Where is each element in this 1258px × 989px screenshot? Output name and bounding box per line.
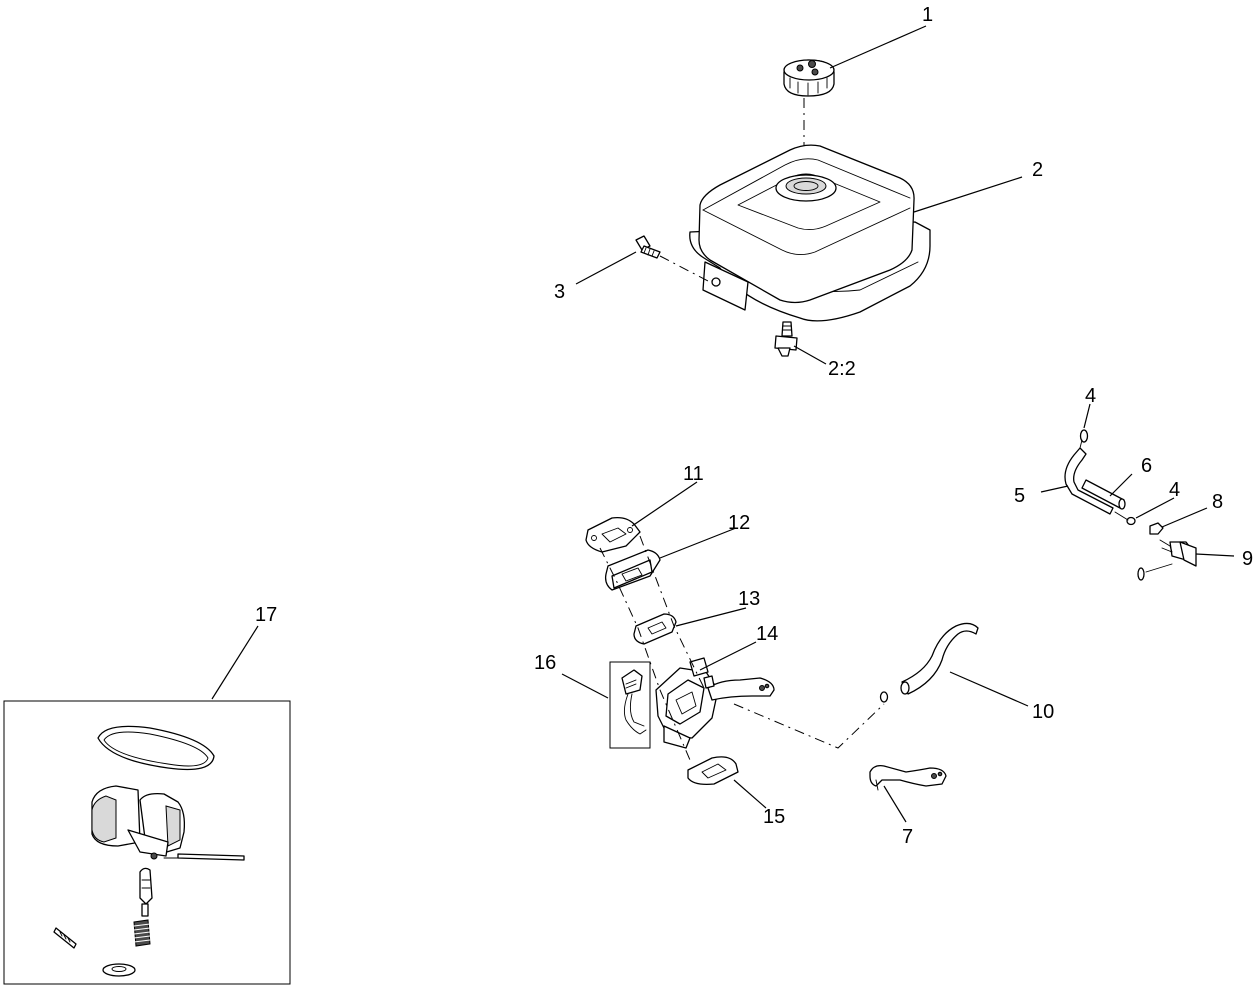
callout-4-lower: 4 [1169, 479, 1180, 501]
fuel-line-alignment [733, 703, 885, 749]
callout-4-upper: 4 [1085, 385, 1096, 407]
callout-7: 7 [902, 826, 913, 848]
fuel-cap [783, 59, 835, 97]
callout-5: 5 [1014, 485, 1025, 507]
callout-17: 17 [255, 604, 277, 626]
callout-14: 14 [756, 623, 778, 645]
callout-2-2: 2:2 [828, 358, 856, 380]
leader-lines [211, 25, 1235, 823]
fuel-shutoff-valve [774, 321, 798, 357]
callout-16: 16 [534, 652, 556, 674]
repair-kit [3, 700, 291, 985]
callout-12: 12 [728, 512, 750, 534]
callout-labels: 1 2 3 2:2 4 6 5 4 8 9 10 11 12 13 14 16 … [255, 4, 1253, 848]
fuel-tank [689, 144, 931, 322]
fuel-hose-assembly [1064, 429, 1197, 581]
carb-alignment-line-left [599, 547, 691, 761]
callout-11: 11 [683, 463, 704, 485]
callout-15: 15 [763, 806, 785, 828]
fuel-line [879, 622, 979, 703]
repair-kit-box [3, 700, 291, 985]
callout-3: 3 [554, 281, 565, 303]
bolt-alignment-line [659, 255, 711, 283]
choke-lever [869, 764, 947, 791]
callout-2: 2 [1032, 159, 1043, 181]
callout-1: 1 [922, 4, 933, 26]
carburetor-assembly [585, 516, 775, 786]
callout-6: 6 [1141, 455, 1152, 477]
callout-8: 8 [1212, 491, 1223, 513]
callout-13: 13 [738, 588, 760, 610]
callout-9: 9 [1242, 548, 1253, 570]
callout-10: 10 [1032, 701, 1054, 723]
tank-mounting-bolt [635, 235, 661, 259]
